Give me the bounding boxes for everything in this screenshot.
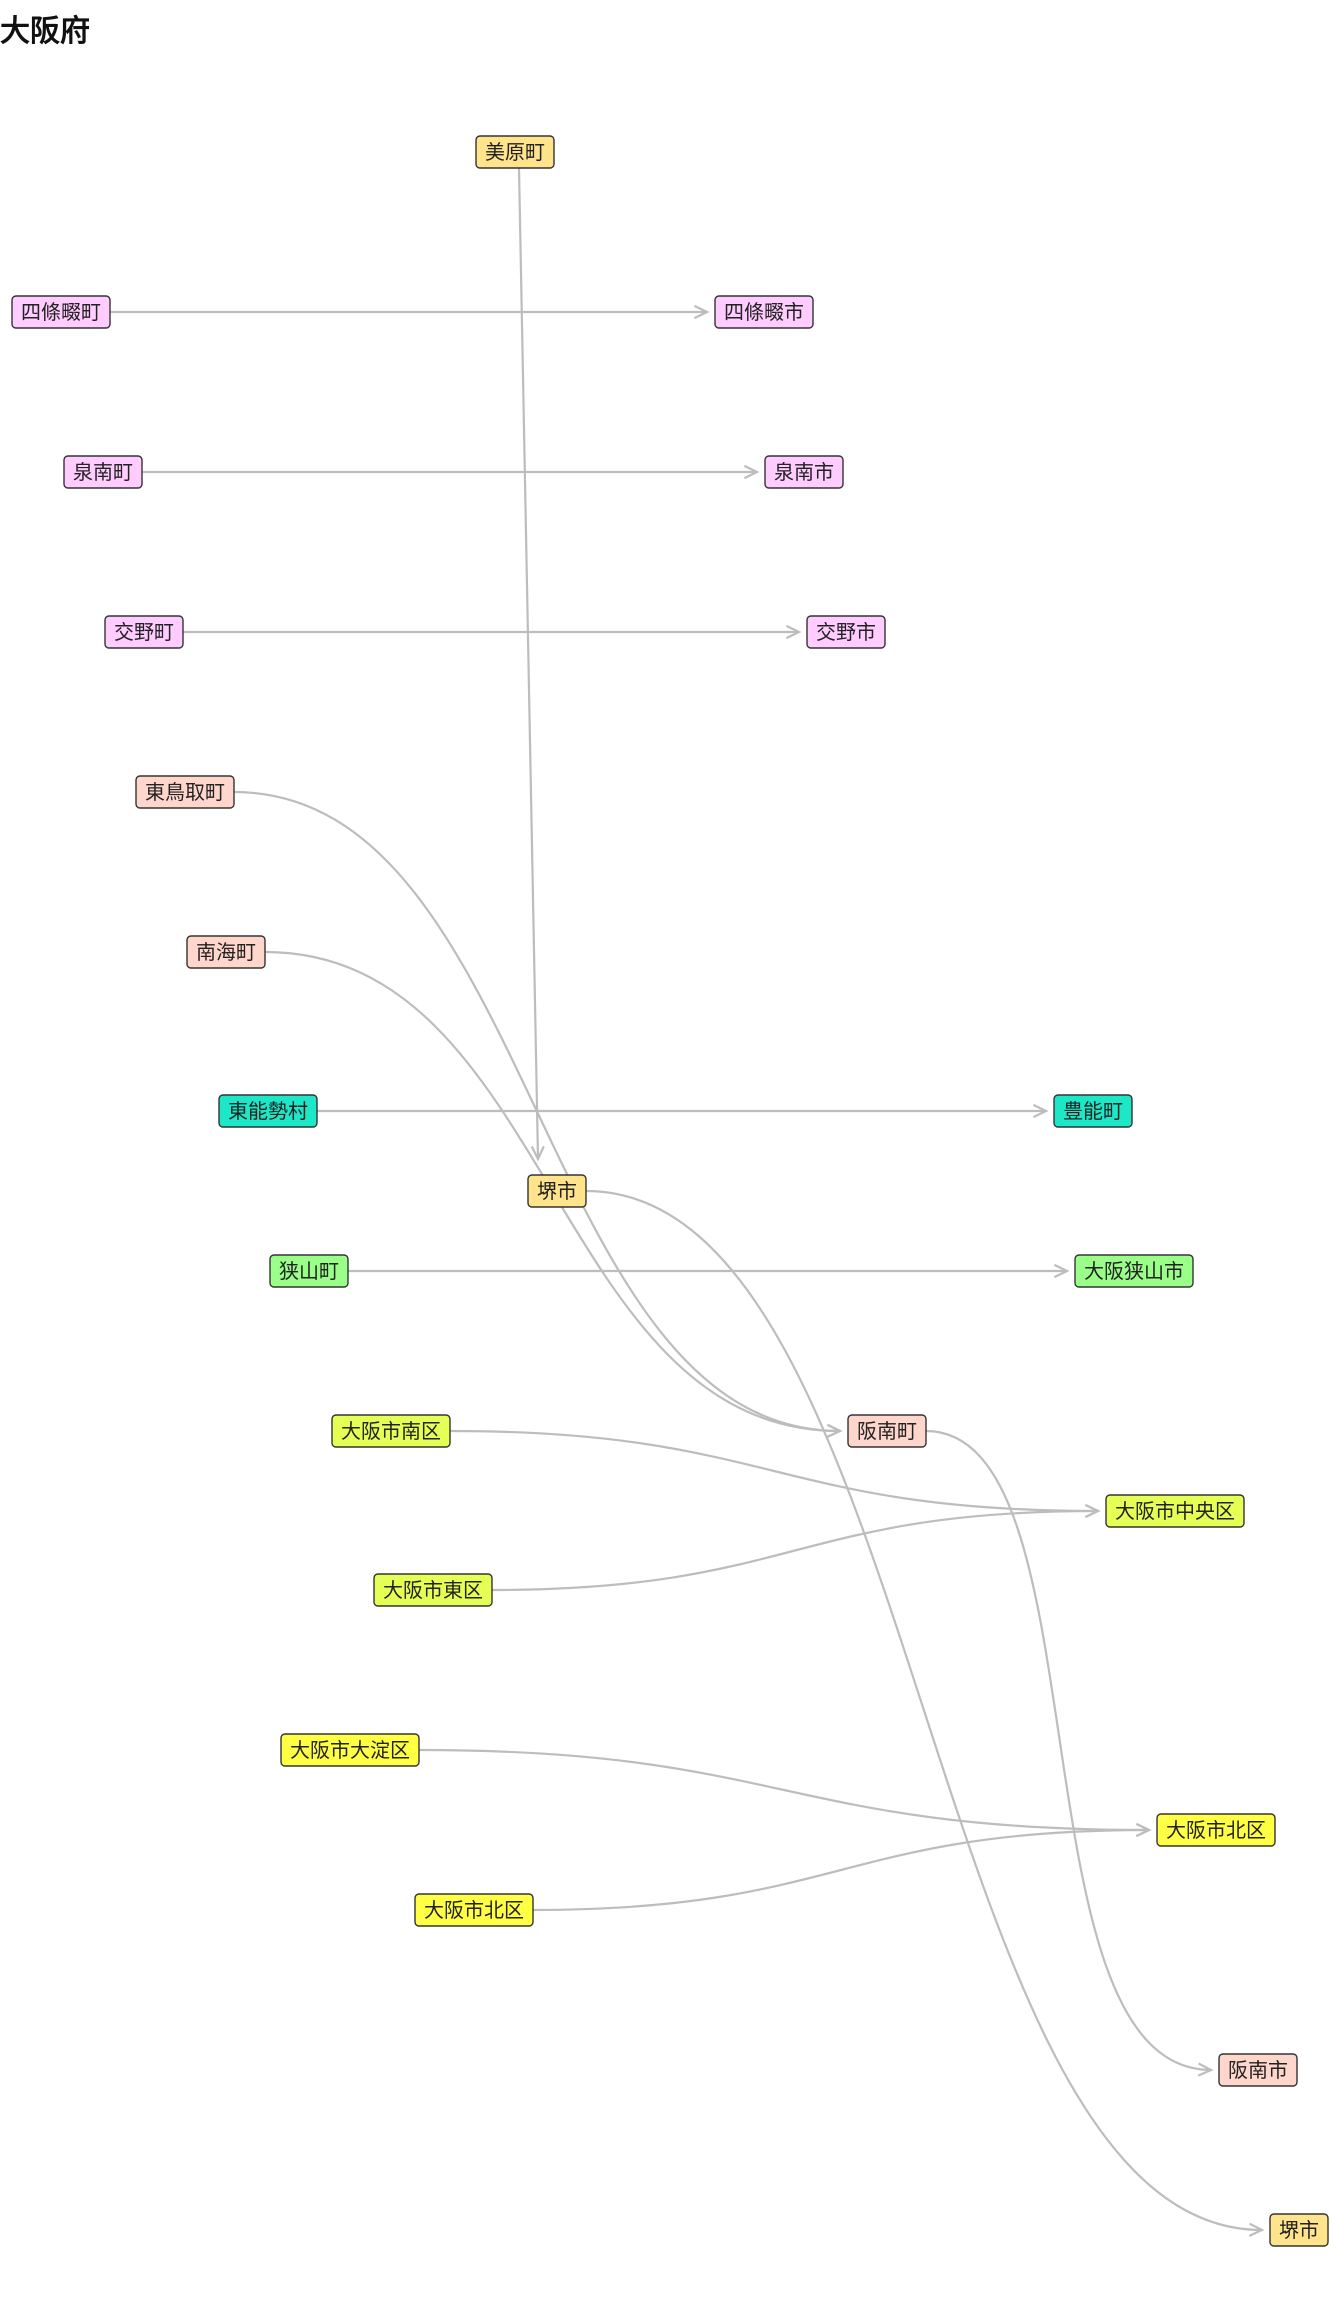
arrowhead bbox=[1053, 1263, 1070, 1279]
node-label: 交野町 bbox=[114, 620, 174, 644]
node-kita-ku-new: 大阪市北区 bbox=[1156, 1813, 1276, 1847]
node-box bbox=[218, 1094, 318, 1128]
node-shijonawate-city: 四條畷市 bbox=[714, 295, 814, 329]
node-box bbox=[1105, 1494, 1245, 1528]
arrowhead bbox=[1135, 1822, 1152, 1838]
node-sayama-town: 狭山町 bbox=[269, 1254, 349, 1288]
node-hannan-city: 阪南市 bbox=[1218, 2053, 1298, 2087]
edge-mihara-to-sakai-mid bbox=[517, 167, 540, 1160]
edge-sakai-mid-to-sakai-new bbox=[585, 1189, 1263, 2232]
node-higashitottori: 東鳥取町 bbox=[135, 775, 235, 809]
node-label: 泉南市 bbox=[774, 460, 834, 484]
edge-kita-ku-old-to-kita-ku-new bbox=[532, 1828, 1150, 1912]
node-box bbox=[331, 1414, 451, 1448]
node-label: 大阪狭山市 bbox=[1084, 1259, 1184, 1283]
node-label: 美原町 bbox=[485, 140, 545, 164]
node-sennan-city: 泉南市 bbox=[764, 455, 844, 489]
arrowhead bbox=[1197, 2062, 1214, 2077]
node-shijonawate-town: 四條畷町 bbox=[11, 295, 111, 329]
node-box bbox=[414, 1893, 534, 1927]
node-mihara: 美原町 bbox=[475, 135, 555, 169]
node-box bbox=[806, 615, 886, 649]
node-box bbox=[1053, 1094, 1133, 1128]
node-box bbox=[269, 1254, 349, 1288]
arrowhead bbox=[1248, 2222, 1265, 2237]
node-box bbox=[1156, 1813, 1276, 1847]
node-oyodo-ku: 大阪市大淀区 bbox=[280, 1733, 420, 1767]
node-label: 泉南町 bbox=[73, 460, 133, 484]
edges-layer bbox=[110, 167, 1265, 2237]
node-box bbox=[135, 775, 235, 809]
node-label: 大阪市北区 bbox=[1166, 1818, 1266, 1842]
node-label: 南海町 bbox=[196, 940, 256, 964]
node-sakai-new: 堺市 bbox=[1269, 2213, 1329, 2247]
edge-minami-ku-to-chuo-ku bbox=[449, 1429, 1099, 1513]
arrowhead bbox=[530, 1145, 545, 1162]
arrowhead bbox=[1032, 1103, 1049, 1119]
node-katano-city: 交野市 bbox=[806, 615, 886, 649]
arrowhead bbox=[693, 304, 710, 320]
arrowhead bbox=[743, 464, 760, 480]
node-label: 狭山町 bbox=[279, 1259, 339, 1283]
node-sennan-town: 泉南町 bbox=[63, 455, 143, 489]
node-label: 豊能町 bbox=[1063, 1099, 1123, 1123]
node-toyono: 豊能町 bbox=[1053, 1094, 1133, 1128]
node-katano-town: 交野町 bbox=[104, 615, 184, 649]
node-kita-ku-old: 大阪市北区 bbox=[414, 1893, 534, 1927]
node-box bbox=[764, 455, 844, 489]
node-label: 四條畷町 bbox=[21, 300, 101, 324]
node-label: 大阪市中央区 bbox=[1115, 1499, 1235, 1523]
node-box bbox=[475, 135, 555, 169]
nodes-layer: 美原町四條畷町四條畷市泉南町泉南市交野町交野市東鳥取町南海町東能勢村豊能町堺市狭… bbox=[11, 135, 1329, 2247]
node-box bbox=[1074, 1254, 1194, 1288]
node-label: 大阪市北区 bbox=[424, 1898, 524, 1922]
node-label: 東能勢村 bbox=[228, 1099, 308, 1123]
node-box bbox=[373, 1573, 493, 1607]
node-box bbox=[11, 295, 111, 329]
node-box bbox=[527, 1174, 587, 1208]
node-label: 堺市 bbox=[537, 1179, 577, 1203]
node-label: 大阪市大淀区 bbox=[290, 1738, 410, 1762]
page-title: 大阪府 bbox=[0, 14, 90, 49]
node-label: 堺市 bbox=[1279, 2218, 1319, 2242]
node-label: 東鳥取町 bbox=[145, 780, 225, 804]
node-label: 阪南町 bbox=[857, 1419, 917, 1443]
node-nankai: 南海町 bbox=[186, 935, 266, 969]
node-higashi-ku: 大阪市東区 bbox=[373, 1573, 493, 1607]
node-box bbox=[847, 1414, 927, 1448]
node-label: 阪南市 bbox=[1228, 2058, 1288, 2082]
node-box bbox=[280, 1733, 420, 1767]
edge-higashi-ku-to-chuo-ku bbox=[491, 1509, 1099, 1592]
arrowhead bbox=[1084, 1503, 1101, 1519]
node-box bbox=[63, 455, 143, 489]
node-label: 交野市 bbox=[816, 620, 876, 644]
node-label: 大阪市東区 bbox=[383, 1578, 483, 1602]
node-hannan-town: 阪南町 bbox=[847, 1414, 927, 1448]
node-box bbox=[714, 295, 814, 329]
node-chuo-ku: 大阪市中央区 bbox=[1105, 1494, 1245, 1528]
node-label: 大阪市南区 bbox=[341, 1419, 441, 1443]
node-box bbox=[186, 935, 266, 969]
node-box bbox=[1218, 2053, 1298, 2087]
edge-oyodo-ku-to-kita-ku-new bbox=[418, 1748, 1150, 1832]
edge-hannan-town-to-hannan-city bbox=[925, 1429, 1212, 2072]
node-label: 四條畷市 bbox=[724, 300, 804, 324]
node-higashinose: 東能勢村 bbox=[218, 1094, 318, 1128]
node-box bbox=[1269, 2213, 1329, 2247]
node-minami-ku: 大阪市南区 bbox=[331, 1414, 451, 1448]
node-osakasayama: 大阪狭山市 bbox=[1074, 1254, 1194, 1288]
arrowhead bbox=[826, 1423, 843, 1438]
node-box bbox=[104, 615, 184, 649]
arrowhead bbox=[785, 624, 802, 640]
node-sakai-mid: 堺市 bbox=[527, 1174, 587, 1208]
